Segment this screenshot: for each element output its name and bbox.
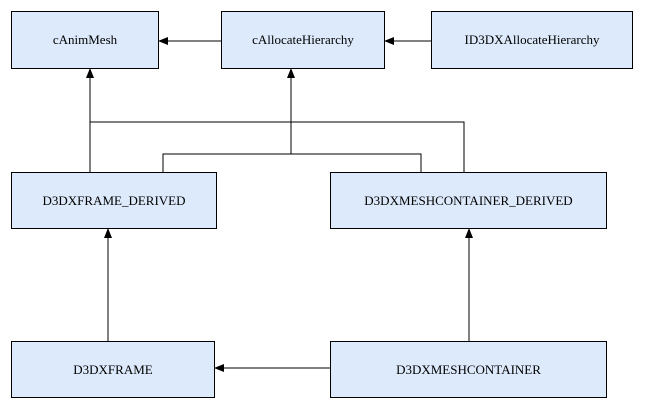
node-canimmesh: cAnimMesh: [11, 11, 159, 69]
node-canimmesh-label: cAnimMesh: [52, 32, 118, 47]
edges-layer: [86, 37, 473, 372]
node-d3dxmeshcontainer: D3DXMESHCONTAINER: [330, 341, 607, 398]
node-id3dxallocatehierarchy: ID3DXAllocateHierarchy: [431, 11, 633, 69]
edge-meshd-to-animmesh: [90, 121, 465, 172]
node-callocatehierarchy-label: cAllocateHierarchy: [252, 32, 354, 47]
node-callocatehierarchy: cAllocateHierarchy: [221, 11, 385, 69]
node-d3dxframe-derived-label: D3DXFRAME_DERIVED: [42, 192, 186, 208]
node-d3dxframe-label: D3DXFRAME: [73, 361, 153, 377]
node-d3dxframe: D3DXFRAME: [11, 341, 215, 398]
edge-meshd-to-alloc: [291, 153, 422, 172]
edge-framed-to-alloc: [162, 68, 295, 172]
node-d3dxmeshcontainer-derived: D3DXMESHCONTAINER_DERIVED: [330, 172, 607, 229]
node-d3dxframe-derived: D3DXFRAME_DERIVED: [11, 172, 217, 229]
node-d3dxmeshcontainer-label: D3DXMESHCONTAINER: [396, 361, 541, 377]
node-id3dxallocatehierarchy-label: ID3DXAllocateHierarchy: [464, 32, 600, 47]
node-d3dxmeshcontainer-derived-label: D3DXMESHCONTAINER_DERIVED: [364, 192, 573, 208]
